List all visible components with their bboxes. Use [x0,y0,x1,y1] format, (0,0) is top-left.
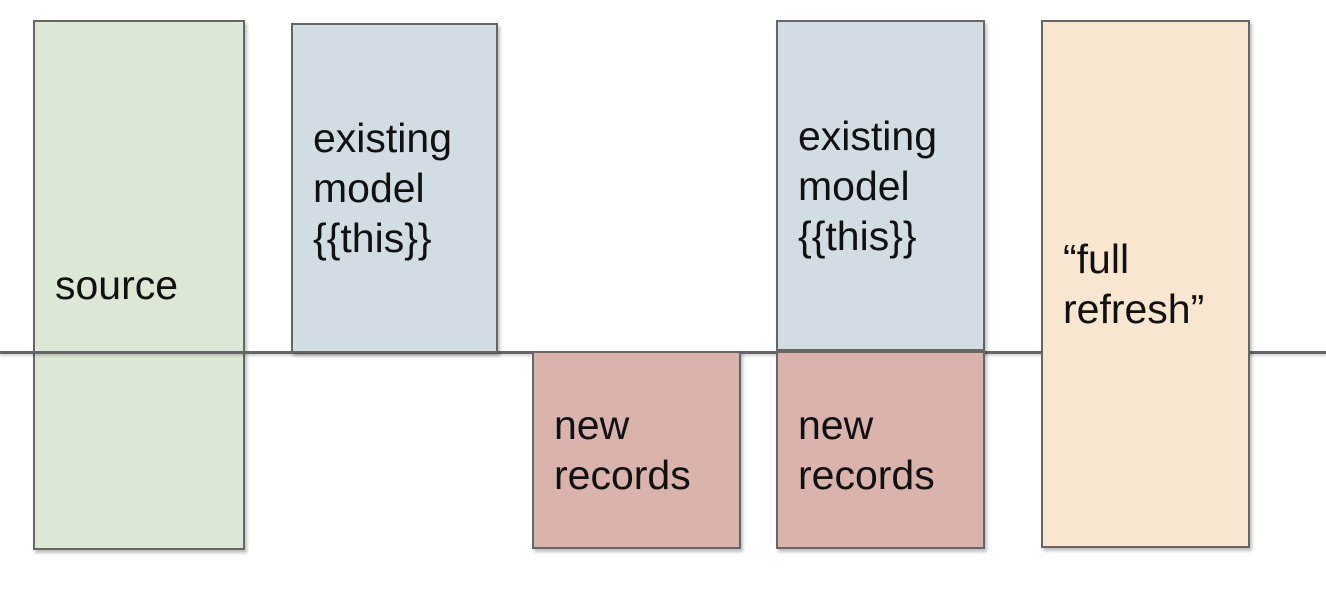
new-records-box-1: new records [532,351,741,549]
existing-model-box-1: existing model {{this}} [291,23,498,353]
existing-model-box-2-label: existing model {{this}} [798,112,938,259]
existing-model-box-2: existing model {{this}} [776,20,985,351]
new-records-box-2: new records [776,351,985,549]
full-refresh-box: “full refresh” [1041,20,1250,548]
existing-model-box-1-label: existing model {{this}} [313,115,453,261]
new-records-box-1-label: new records [554,402,691,498]
source-box: source [33,20,245,550]
new-records-box-2-label: new records [798,402,935,498]
full-refresh-box-label: “full refresh” [1063,236,1205,332]
source-box-label: source [55,262,179,308]
